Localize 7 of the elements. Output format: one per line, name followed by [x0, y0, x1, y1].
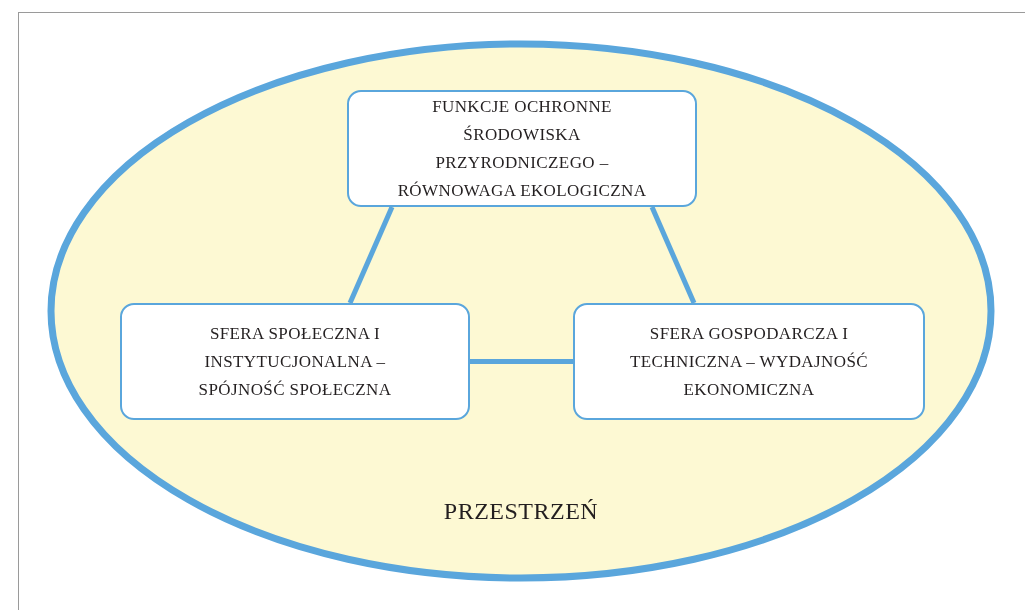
connector-line	[347, 206, 395, 304]
connector-line	[649, 206, 697, 304]
connector-line	[470, 359, 573, 364]
area-title: PRZESTRZEŃ	[442, 498, 600, 525]
box-text: FUNKCJE OCHRONNE ŚRODOWISKA PRZYRODNICZEGO – RÓWNOWAGA EKOLOGICZNA	[396, 95, 648, 202]
box-text: SFERA SPOŁECZNA I INSTYTUCJONALNA – SPÓJNOŚĆ SPOŁECZNA	[197, 322, 393, 401]
box-text: SFERA GOSPODARCZA I TECHNICZNA – WYDAJNOŚĆ EKONOMICZNA	[629, 322, 869, 401]
